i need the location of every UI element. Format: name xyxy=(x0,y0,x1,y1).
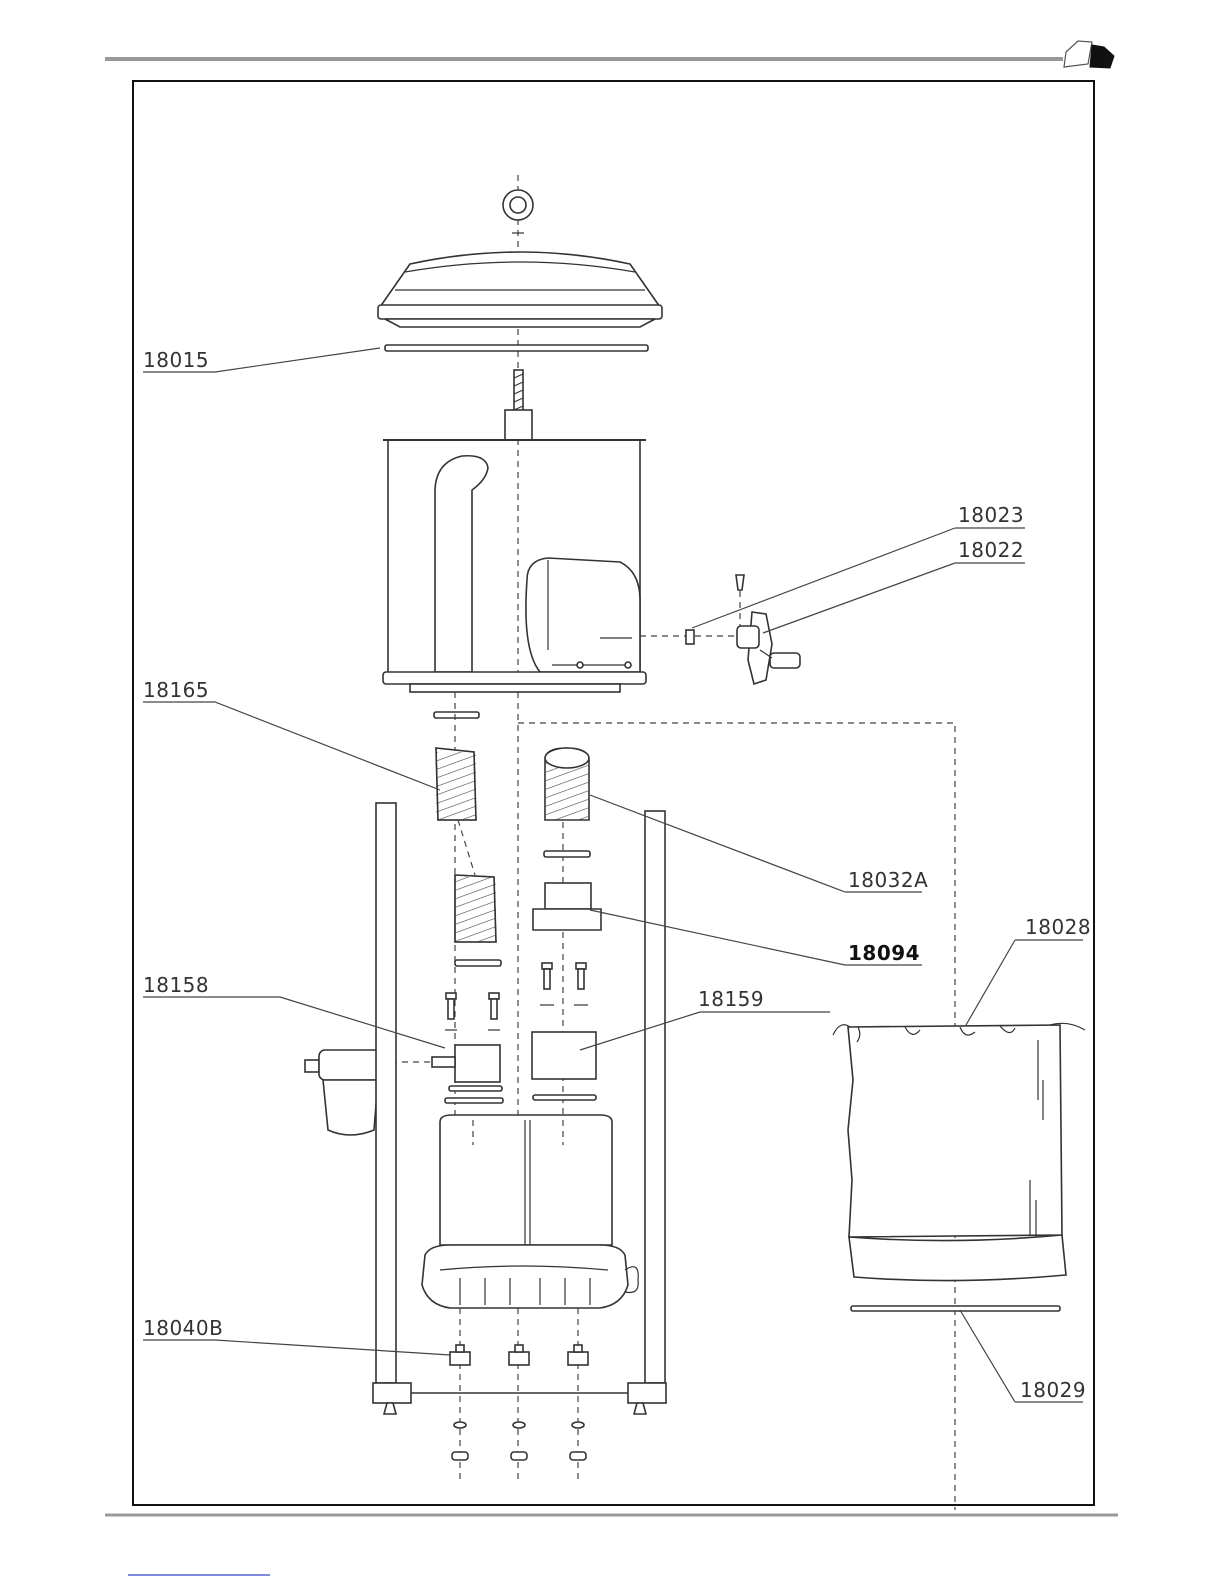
label-18040B: 18040B xyxy=(143,1316,223,1340)
label-18158: 18158 xyxy=(143,973,209,997)
label-18022: 18022 xyxy=(958,538,1024,562)
label-18023: 18023 xyxy=(958,503,1024,527)
tank-body xyxy=(383,440,646,692)
label-18032A: 18032A xyxy=(848,868,928,892)
label-18165: 18165 xyxy=(143,678,209,702)
footer-rule xyxy=(105,1515,1118,1575)
label-18028: 18028 xyxy=(1025,915,1091,939)
adapter-18094 xyxy=(533,883,601,930)
motor-body xyxy=(422,1115,638,1308)
screws-upper xyxy=(445,963,588,1030)
frame-uprights xyxy=(373,803,666,1414)
lid xyxy=(378,252,662,327)
hose-link xyxy=(458,820,475,875)
label-18015: 18015 xyxy=(143,348,209,372)
gasket-right xyxy=(544,851,590,857)
gasket-ring-18015 xyxy=(385,345,648,351)
connector-block-18158 xyxy=(380,1045,503,1103)
lid-knob xyxy=(503,190,533,233)
filter-bag-18028 xyxy=(833,1023,1085,1280)
crank-handle-18022 xyxy=(640,575,800,684)
label-18159: 18159 xyxy=(698,987,764,1011)
hose-section-upper-left xyxy=(436,748,476,820)
central-shaft xyxy=(505,370,532,440)
filter-cup xyxy=(305,1050,381,1135)
brand-logo xyxy=(1064,41,1114,68)
label-18094: 18094 xyxy=(848,941,920,965)
label-18029: 18029 xyxy=(1020,1378,1086,1402)
rod-18029 xyxy=(851,1306,1060,1311)
block-18159 xyxy=(532,1032,596,1100)
hose-section-lower-left xyxy=(455,875,496,942)
gasket-18165 xyxy=(434,712,479,718)
gasket-left-lower xyxy=(455,960,501,966)
feet-18040B xyxy=(450,1308,588,1480)
hose-section-18032A xyxy=(545,748,589,820)
